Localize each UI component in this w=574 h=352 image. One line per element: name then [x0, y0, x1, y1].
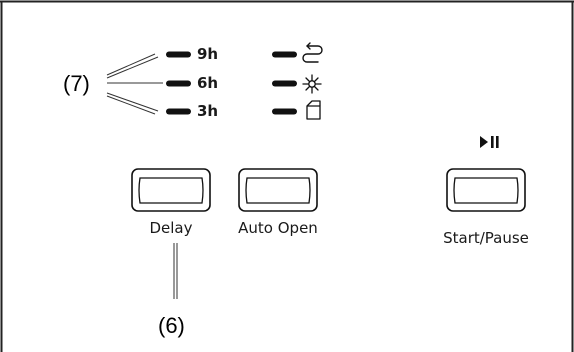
- auto-open-button[interactable]: [238, 168, 318, 212]
- led-9h: [166, 51, 191, 58]
- rinse-cycle-icon: [302, 42, 323, 63]
- delay-indicator-3h-label: 3h: [197, 102, 219, 120]
- led-3h: [166, 108, 191, 115]
- auto-open-button-label: Auto Open: [238, 219, 318, 237]
- callout-6-label: (6): [158, 313, 185, 338]
- sun-dry-icon: [302, 74, 322, 94]
- callout-6-leader-lines: [173, 243, 178, 299]
- led-auto-open: [272, 108, 297, 115]
- callout-7-label: (7): [63, 71, 90, 96]
- delay-indicator-6h-label: 6h: [197, 74, 219, 92]
- start-pause-button-label: Start/Pause: [443, 229, 529, 247]
- play-pause-icon: [480, 136, 499, 148]
- program-led-indicators: [272, 51, 297, 115]
- led-6h: [166, 80, 191, 87]
- delay-led-indicators: [166, 51, 191, 115]
- led-dry: [272, 80, 297, 87]
- start-pause-button[interactable]: [446, 168, 526, 212]
- delay-indicator-9h-label: 9h: [197, 45, 219, 63]
- delay-button-label: Delay: [149, 219, 193, 237]
- delay-button[interactable]: [131, 168, 211, 212]
- callout-7-leader-lines: [106, 53, 163, 115]
- auto-open-door-icon: [306, 100, 321, 120]
- led-rinse: [272, 51, 297, 58]
